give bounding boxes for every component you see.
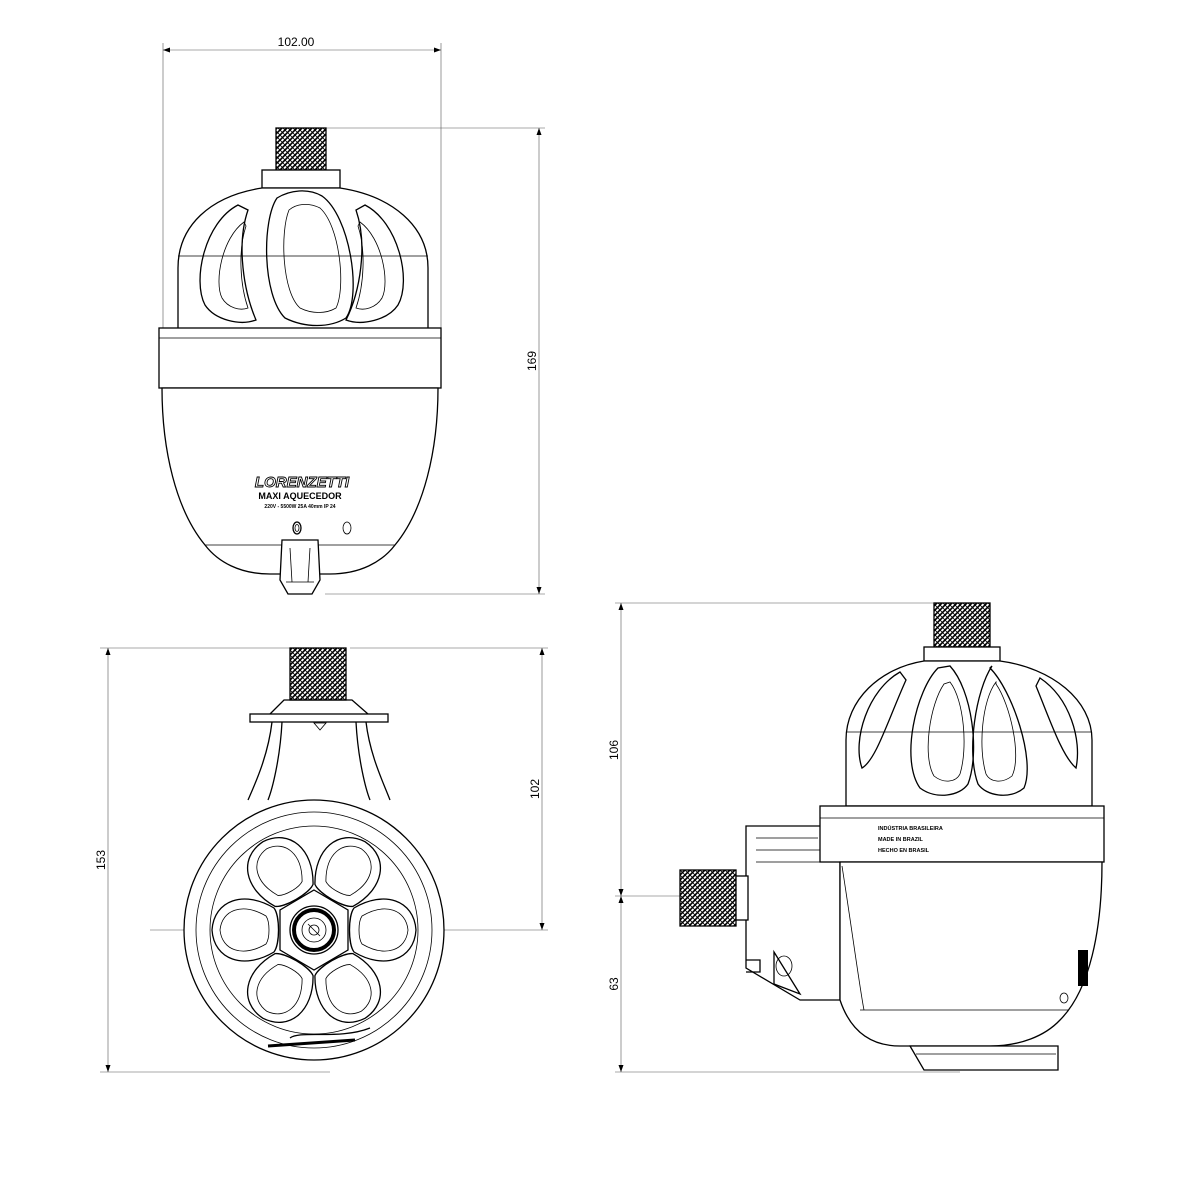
- front-dome: [177, 187, 429, 333]
- bottom-petal-inner: [325, 964, 372, 1015]
- side-view: 106 63 INDÚSTRIA BRASILEIRA: [607, 602, 1105, 1073]
- bottom-petal: [246, 952, 314, 1023]
- bottom-inlet-thread: [289, 647, 347, 701]
- side-band: [819, 805, 1105, 863]
- bottom-flange: [249, 713, 389, 723]
- bottom-partial-label: 102: [528, 779, 542, 799]
- bottom-petal-inner: [325, 845, 372, 896]
- side-outlet-thread: [679, 869, 737, 927]
- side-upper-label: 106: [607, 740, 621, 760]
- front-inlet-thread: [275, 127, 327, 171]
- side-lower-label: 63: [607, 977, 621, 991]
- front-indicator-left: [292, 521, 302, 535]
- front-brand-text: LORENZETTI: [255, 474, 350, 491]
- front-width-label: 102.00: [278, 35, 315, 49]
- side-bottom-cap: [908, 1045, 1059, 1071]
- bottom-petal: [348, 898, 417, 962]
- side-label-line3: HECHO EN BRASIL: [878, 848, 930, 854]
- bottom-overall-label: 153: [94, 850, 108, 870]
- bottom-petal-inner: [358, 908, 409, 952]
- bottom-petal-inner: [256, 845, 303, 896]
- front-spout: [279, 539, 321, 595]
- side-label-line1: INDÚSTRIA BRASILEIRA: [878, 825, 943, 832]
- bottom-petal: [211, 898, 280, 962]
- front-view: 102.00 169 LORENZETTI MAXI AQUECEDOR: [158, 35, 545, 595]
- front-height-label: 169: [525, 351, 539, 371]
- bottom-petal: [314, 952, 382, 1023]
- bottom-petal-inner: [256, 964, 303, 1015]
- bottom-petals: [211, 837, 417, 1023]
- side-inlet-thread: [933, 602, 991, 648]
- front-height-dimension: 169: [325, 127, 545, 595]
- side-lower-body: [839, 861, 1103, 1047]
- bottom-petal: [246, 837, 314, 908]
- front-width-dimension: 102.00: [162, 35, 442, 330]
- bottom-view: 153 102: [94, 647, 548, 1073]
- front-lower-body: [161, 387, 439, 575]
- bottom-petal-inner: [219, 908, 270, 952]
- side-label-line2: MADE IN BRAZIL: [878, 837, 924, 843]
- side-lower-dimension: 63: [607, 896, 960, 1073]
- bottom-petal: [314, 837, 382, 908]
- front-model-text: MAXI AQUECEDOR: [258, 491, 342, 501]
- front-indicator-right: [342, 521, 352, 535]
- front-spec-text: 220V - 5500W 25A 40mm IP 24: [264, 504, 335, 510]
- front-band: [158, 327, 442, 389]
